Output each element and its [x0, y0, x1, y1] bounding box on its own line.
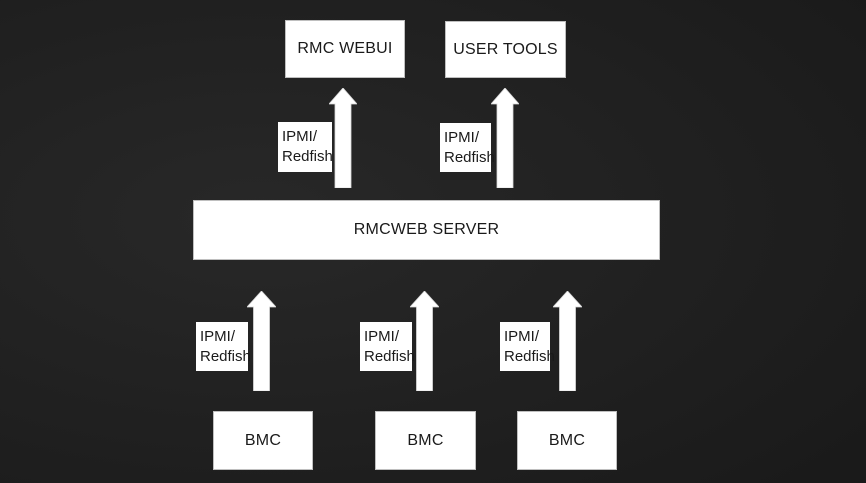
box-rmc-webui-label: RMC WEBUI	[297, 40, 393, 57]
protocol-label-line1: IPMI/	[282, 128, 318, 145]
protocol-label-line2: Redfish	[444, 148, 495, 166]
box-bmc-label: BMC	[548, 431, 586, 449]
protocol-label-line1: IPMI/	[200, 327, 236, 345]
protocol-label-line2: Redfish	[504, 347, 555, 365]
protocol-label-line1: IPMI/	[444, 128, 480, 146]
protocol-label-ipmi-redfish: IPMI/ Redfish	[278, 122, 333, 172]
protocol-label-line2: Redfish	[200, 347, 251, 365]
box-bmc: BMC	[375, 411, 476, 470]
protocol-label-ipmi-redfish: IPMI/ Redfish	[360, 322, 415, 371]
up-arrow-icon	[410, 291, 439, 391]
up-arrow-icon	[247, 291, 276, 391]
box-user-tools-label: USER TOOLS	[453, 40, 558, 58]
protocol-label-ipmi-redfish: IPMI/ Redfish	[440, 123, 495, 172]
box-bmc-label: BMC	[244, 431, 282, 449]
up-arrow-icon	[553, 291, 582, 391]
box-rmcweb-server-label: RMCWEB SERVER	[353, 221, 500, 238]
up-arrow-icon	[329, 88, 357, 188]
box-bmc: BMC	[517, 411, 617, 470]
box-rmcweb-server: RMCWEB SERVER	[193, 200, 660, 260]
box-bmc-label: BMC	[407, 431, 444, 449]
protocol-label-line1: IPMI/	[364, 327, 400, 345]
protocol-label-line2: Redfish	[282, 148, 333, 165]
up-arrow-icon	[491, 88, 519, 188]
box-rmc-webui: RMC WEBUI	[285, 20, 405, 78]
protocol-label-ipmi-redfish: IPMI/ Redfish	[500, 322, 555, 371]
protocol-label-line1: IPMI/	[504, 327, 540, 345]
protocol-label-ipmi-redfish: IPMI/ Redfish	[196, 322, 251, 371]
box-user-tools: USER TOOLS	[445, 21, 566, 78]
protocol-label-line2: Redfish	[364, 347, 415, 365]
box-bmc: BMC	[213, 411, 313, 470]
